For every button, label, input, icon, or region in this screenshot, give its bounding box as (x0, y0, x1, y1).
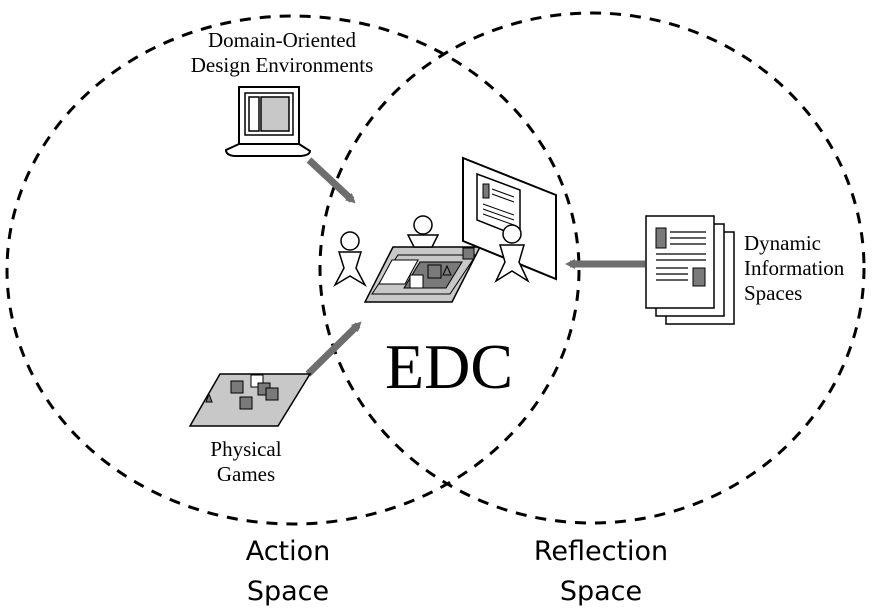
dis-label-line1: Dynamic (744, 231, 821, 255)
reflection-space-label-line1: Reflection (534, 536, 668, 567)
arrow-games-to-edc (305, 321, 362, 377)
dode-label-line2: Design Environments (191, 53, 374, 77)
edc-table-icon (363, 246, 482, 303)
computer-icon (224, 86, 312, 157)
dis-label-line3: Spaces (744, 281, 802, 305)
dis-label-line2: Information (744, 256, 845, 280)
person-left-icon (333, 231, 367, 288)
person-center-icon (406, 215, 440, 248)
reflection-space-label-line2: Space (560, 576, 642, 607)
action-space-circle (5, 14, 581, 526)
games-label-line2: Games (217, 462, 275, 486)
games-label-line1: Physical (210, 437, 281, 461)
wall-display-icon (462, 156, 557, 281)
reflection-space-circle (318, 11, 866, 525)
dode-label-line1: Domain-Oriented (208, 28, 357, 52)
documents-icon (645, 215, 735, 325)
physical-games-icon (188, 373, 312, 427)
action-space-label-line2: Space (247, 576, 329, 607)
person-right-icon (494, 224, 530, 283)
arrow-dode-to-edc (306, 157, 356, 204)
edc-label: EDC (385, 331, 513, 402)
action-space-label-line1: Action (246, 536, 331, 567)
